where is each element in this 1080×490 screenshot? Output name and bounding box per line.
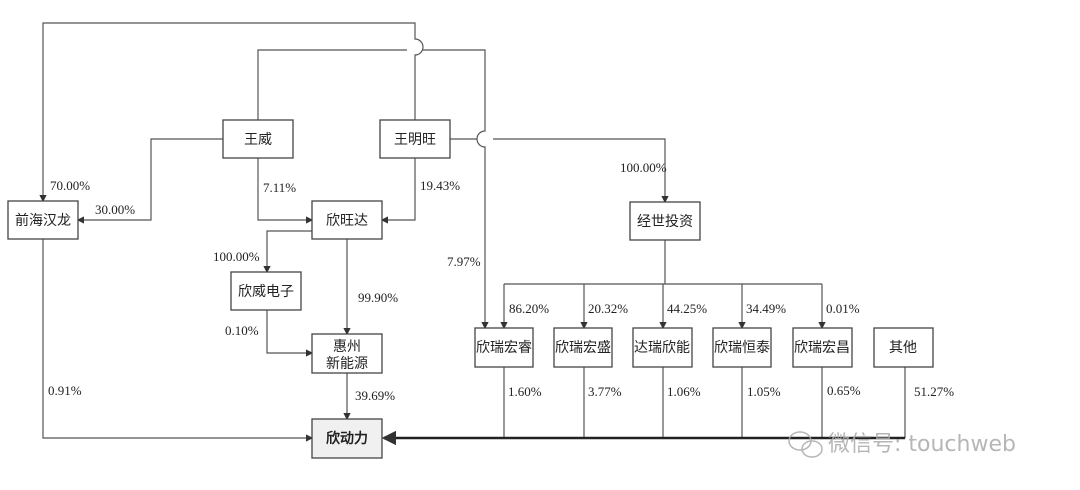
node-xrhc bbox=[792, 327, 853, 368]
edge-ww-xrhr bbox=[257, 49, 485, 328]
node-xrhr-label: 欣瑞宏睿 bbox=[476, 340, 532, 356]
node-xinwangda-label: 欣旺达 bbox=[326, 213, 368, 229]
label-xrhc-xdl: 0.65% bbox=[827, 383, 861, 398]
label-xrhr-xdl: 1.60% bbox=[508, 384, 542, 399]
node-xrhc-label: 欣瑞宏昌 bbox=[794, 340, 850, 356]
label-js-xrht: 34.49% bbox=[746, 301, 786, 316]
node-huizhou-label-1: 惠州 bbox=[333, 339, 361, 355]
edge-xinwei-hz bbox=[266, 310, 314, 357]
node-xrhs bbox=[553, 327, 613, 368]
label-xrhs-xdl: 3.77% bbox=[588, 384, 622, 399]
label-qianhai-xdl: 0.91% bbox=[48, 383, 82, 398]
node-xrhs-label: 欣瑞宏盛 bbox=[555, 340, 611, 356]
node-xinwei bbox=[230, 271, 302, 311]
node-xinwei-label: 欣威电子 bbox=[238, 284, 294, 300]
edge-xwd-xinwei bbox=[263, 230, 312, 274]
node-jingshi-label: 经世投资 bbox=[637, 214, 693, 230]
watermark-text: 微信号: touchweb bbox=[828, 432, 1016, 457]
node-qianhai-label: 前海汉龙 bbox=[15, 212, 71, 229]
label-wmw-jingshi: 100.00% bbox=[620, 160, 667, 175]
label-js-xrhs: 20.32% bbox=[588, 301, 628, 316]
label-ww-xwd: 7.11% bbox=[263, 180, 296, 195]
wechat-icon bbox=[788, 431, 823, 458]
label-js-xrhr: 86.20% bbox=[509, 301, 549, 316]
node-other bbox=[873, 327, 934, 368]
node-xinwangda bbox=[311, 200, 383, 240]
edge-labels: 70.00% 30.00% 7.11% 19.43% 100.00% 0.10%… bbox=[48, 160, 954, 403]
node-wangmingwang bbox=[379, 119, 451, 159]
node-wangwei-label: 王威 bbox=[244, 132, 272, 148]
node-other-label: 其他 bbox=[889, 340, 917, 356]
node-wangmingwang-label: 王明旺 bbox=[394, 132, 436, 148]
node-xrhr bbox=[474, 327, 534, 368]
edge-ww-xwd bbox=[257, 158, 314, 224]
node-jingshi bbox=[629, 201, 701, 241]
label-other-xdl: 51.27% bbox=[914, 384, 954, 399]
entity-boxes: 前海汉龙 王威 王明旺 欣旺达 欣威电子 惠州 新能源 欣动力 经世投资 欣瑞宏… bbox=[7, 119, 934, 459]
label-js-xrhc: 0.01% bbox=[826, 301, 860, 316]
label-drxn-xdl: 1.06% bbox=[667, 384, 701, 399]
node-drxn-label: 达瑞欣能 bbox=[634, 340, 690, 356]
edge-wmw-jingshi bbox=[449, 138, 665, 202]
label-ww-xrhr: 7.97% bbox=[447, 254, 481, 269]
label-xinwei-hz: 0.10% bbox=[225, 323, 259, 338]
watermark: 微信号: touchweb bbox=[788, 431, 1016, 458]
node-huizhou-label-2: 新能源 bbox=[326, 356, 368, 372]
edge-wmw-xwd bbox=[380, 158, 416, 224]
node-wangwei bbox=[222, 119, 294, 159]
label-xrht-xdl: 1.05% bbox=[747, 384, 781, 399]
node-xindongli bbox=[311, 418, 383, 459]
edge-wmw-qianhai bbox=[39, 22, 424, 203]
node-xrht bbox=[712, 327, 772, 368]
label-ww-qianhai: 30.00% bbox=[95, 202, 135, 217]
edge-drops-to-xdl bbox=[503, 367, 906, 438]
node-xindongli-label: 欣动力 bbox=[326, 430, 368, 447]
node-drxn bbox=[632, 327, 693, 368]
label-wmw-xwd: 19.43% bbox=[420, 178, 460, 193]
node-xrht-label: 欣瑞恒泰 bbox=[714, 340, 770, 356]
label-hz-xdl: 39.69% bbox=[355, 388, 395, 403]
label-js-drxn: 44.25% bbox=[667, 301, 707, 316]
edge-qianhai-xdl bbox=[42, 239, 314, 442]
node-huizhou bbox=[311, 333, 383, 374]
label-xwd-hz: 99.90% bbox=[358, 290, 398, 305]
node-qianhai bbox=[7, 200, 79, 240]
label-wmw-qianhai: 70.00% bbox=[50, 178, 90, 193]
label-xwd-xinwei: 100.00% bbox=[213, 249, 260, 264]
connectors bbox=[39, 22, 906, 446]
edge-jingshi-bus bbox=[504, 240, 822, 285]
edge-ww-qianhai bbox=[76, 138, 223, 224]
